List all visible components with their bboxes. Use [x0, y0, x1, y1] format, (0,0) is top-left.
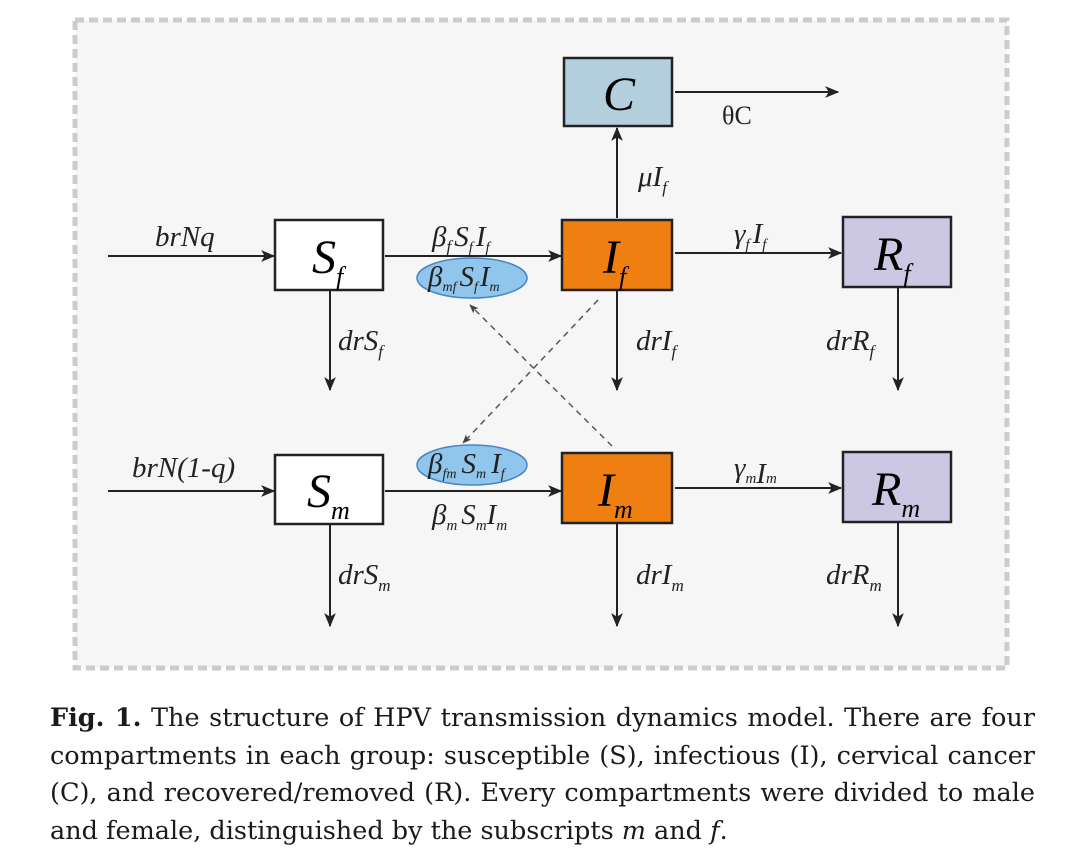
figure-caption: Fig. 1. The structure of HPV transmissio…	[50, 700, 1035, 850]
dashed-arrow-im-to-betamf	[469, 304, 613, 447]
svg-text:Sf: Sf	[312, 231, 347, 291]
label-brn1q: brN(1-q)	[132, 452, 235, 484]
label-gamma-m: γmIm	[734, 452, 777, 490]
svg-text:Sm: Sm	[307, 465, 350, 525]
node-im-main: I	[597, 464, 616, 517]
svg-text:C: C	[603, 68, 636, 121]
node-c: C	[562, 56, 674, 128]
node-sf-main: S	[312, 231, 336, 284]
label-drim: drIm	[636, 559, 684, 595]
node-if-sub: f	[619, 262, 630, 291]
node-rf-sub: f	[903, 259, 914, 288]
caption-text-2: and	[645, 815, 711, 846]
label-drrm: drRm	[826, 559, 882, 595]
svg-text:Rf: Rf	[873, 228, 914, 288]
node-rm-sub: m	[901, 494, 920, 523]
svg-text:Rm: Rm	[871, 463, 920, 523]
node-sm-sub: m	[331, 496, 350, 525]
node-rf: Rf	[841, 215, 953, 289]
node-rf-main: R	[873, 228, 903, 281]
node-im-sub: m	[614, 495, 633, 524]
node-sm: Sm	[273, 453, 385, 526]
node-im: Im	[560, 451, 674, 525]
label-drsm: drSm	[338, 559, 391, 595]
label-theta-c: θC	[722, 101, 752, 130]
node-rm-main: R	[871, 463, 901, 516]
caption-text-3: .	[719, 815, 728, 846]
caption-italic-m: m	[621, 815, 646, 846]
node-if-main: I	[602, 231, 621, 284]
node-sf-sub: f	[336, 262, 347, 291]
caption-label: Fig. 1.	[50, 703, 142, 733]
node-rm: Rm	[841, 450, 953, 524]
svg-text:Im: Im	[597, 464, 633, 524]
node-if: If	[560, 218, 674, 292]
node-sm-main: S	[307, 465, 331, 518]
node-sf: Sf	[273, 218, 385, 292]
diagram-panel	[72, 17, 1010, 671]
caption-italic-f: f	[710, 815, 720, 846]
label-brnq: brNq	[155, 221, 215, 253]
label-drif: drIf	[636, 325, 678, 361]
node-c-label: C	[603, 68, 636, 121]
label-mu-if: μIf	[637, 161, 669, 197]
svg-text:If: If	[602, 231, 630, 291]
label-drsf: drSf	[338, 325, 385, 361]
caption-text-1: The structure of HPV transmission dynami…	[50, 703, 1036, 846]
label-drrf: drRf	[826, 325, 877, 361]
